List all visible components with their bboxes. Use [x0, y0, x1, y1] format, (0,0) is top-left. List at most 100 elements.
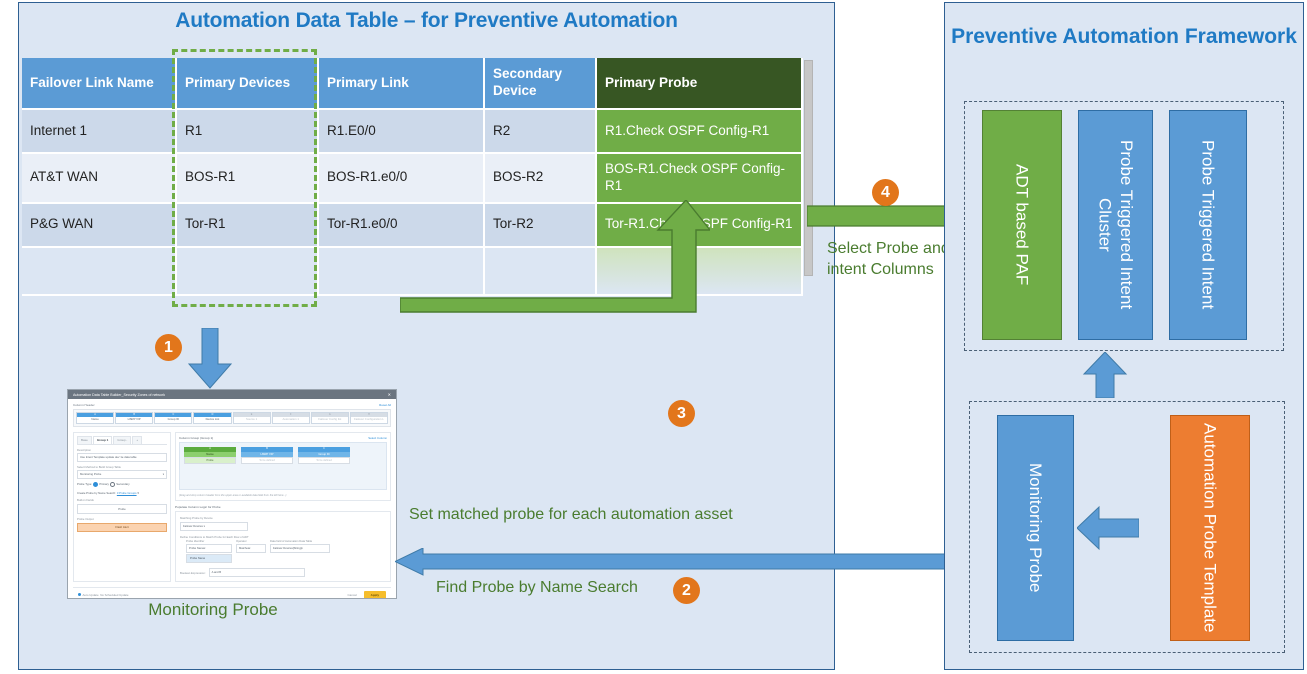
data-field-value: Failover Devices[String]: [273, 547, 302, 550]
dialog-titlebar: Automation Data Table Builder_Security Z…: [68, 390, 396, 399]
column-header-primary-link[interactable]: Primary Link: [319, 58, 485, 110]
cell-empty: [485, 247, 597, 296]
radio-secondary-icon[interactable]: [109, 482, 115, 488]
tab-add[interactable]: +: [132, 435, 143, 444]
select-method-label: Select Method to Build Group Table: [77, 464, 121, 469]
close-icon[interactable]: ✕: [387, 392, 391, 397]
automation-data-table-builder-dialog[interactable]: Automation Data Table Builder_Security Z…: [67, 389, 397, 599]
cell-primary-link: BOS-R1.e0/0: [319, 154, 485, 204]
probe-type-primary-label[interactable]: Primary: [99, 482, 109, 487]
cond-col-operator: Operator: [236, 540, 247, 543]
matching-probe-dropdown[interactable]: Failover Devices ▾: [180, 521, 248, 531]
dialog-actions: Cancel Apply: [347, 591, 386, 598]
group-tabs: Base Group 1 Group.. +: [77, 435, 167, 445]
column-header-chip[interactable]: G Failover Config list: [310, 411, 349, 424]
column-header-primary-devices[interactable]: Primary Devices: [177, 58, 319, 110]
framework-title: Preventive Automation Framework: [951, 25, 1297, 48]
reset-all-link[interactable]: Reset All: [379, 403, 391, 407]
cell-empty: [319, 247, 485, 296]
apply-button[interactable]: Apply: [363, 591, 386, 598]
card-name: Group ID: [298, 451, 350, 457]
column-cards-area[interactable]: A Name Probe B HSRP VIP To be defined C: [179, 442, 387, 490]
cell-failover-link-name: AT&T WAN: [22, 154, 177, 204]
cell-empty-probe: [597, 247, 803, 296]
builtin-field-value: Probe: [118, 506, 126, 511]
card-letter: B: [241, 447, 293, 452]
column-header-secondary-device[interactable]: Secondary Device: [485, 58, 597, 110]
column-header-chip[interactable]: B HSRP VIP: [115, 411, 154, 424]
no-scheduled-update-label: No Scheduled Update: [100, 593, 129, 597]
boolean-expression-row: Boolean Expression: A and B: [180, 568, 386, 577]
column-header-chip[interactable]: H Failover Configuration L: [349, 411, 388, 424]
chevron-down-icon: ▾: [162, 472, 164, 476]
dialog-right-pane: Select Column Column Group (Group 1) A N…: [175, 431, 391, 582]
column-header-chip[interactable]: F Automation 1: [271, 411, 310, 424]
box-probe-triggered-intent[interactable]: Probe Triggered Intent: [1169, 110, 1247, 340]
radio-primary-icon[interactable]: [92, 482, 98, 488]
box-probe-triggered-intent-cluster[interactable]: Probe Triggered Intent Cluster: [1078, 110, 1153, 340]
matching-probe-label: Matching Probe by Device: [180, 516, 213, 520]
create-probe-row: Create Probe by Name Search: 3 Probe Gro…: [77, 491, 167, 495]
dialog-body: Reset All Column Header A Name B HSRP VI…: [68, 399, 396, 598]
column-header-failover-link-name[interactable]: Failover Link Name: [22, 58, 177, 110]
condition-row-dropdown-open[interactable]: Probe Name: [186, 554, 386, 563]
framework-bottom-group: [969, 401, 1285, 653]
cond-col-probe-identifier: Probe Identifier: [186, 540, 205, 543]
column-card[interactable]: C Group ID To be defined: [298, 447, 350, 485]
framework-top-group: [964, 101, 1284, 351]
card-letter: A: [184, 447, 236, 452]
step-badge-2: 2: [673, 577, 700, 604]
table-row-empty[interactable]: [22, 247, 803, 296]
column-header-chip[interactable]: A Name: [76, 411, 115, 424]
probe-output-chip[interactable]: Flash Alert: [77, 522, 167, 532]
probe-groups-link[interactable]: 3 Probe Groups: [116, 490, 137, 495]
page-title: Automation Data Table – for Preventive A…: [175, 9, 678, 32]
cancel-button[interactable]: Cancel: [347, 593, 357, 597]
column-group-panel: Select Column Column Group (Group 1) A N…: [175, 431, 391, 501]
boolean-label: Boolean Expression:: [180, 570, 206, 575]
probe-identifier-value: Probe Name: [189, 547, 205, 550]
tab-base[interactable]: Base: [77, 435, 92, 444]
probe-output-label: Probe Output: [77, 516, 94, 521]
column-header-chip[interactable]: D Device List: [193, 411, 232, 424]
tab-group-more[interactable]: Group..: [113, 435, 132, 444]
probe-type-label: Probe Type:: [77, 482, 93, 487]
column-card[interactable]: B HSRP VIP To be defined: [241, 447, 293, 485]
auto-update-row[interactable]: Auto Update No Scheduled Update: [78, 593, 128, 597]
cell-secondary-device: Tor-R2: [485, 203, 597, 248]
select-method-dropdown[interactable]: Monitoring Probe ▾: [77, 469, 167, 479]
box-automation-probe-template[interactable]: Automation Probe Template: [1170, 415, 1250, 641]
operator-dropdown[interactable]: Matches▾: [236, 544, 266, 553]
table-row[interactable]: AT&T WAN BOS-R1 BOS-R1.e0/0 BOS-R2 BOS-R…: [22, 154, 803, 204]
column-header-chip[interactable]: E Source 1: [232, 411, 271, 424]
builtin-field-row[interactable]: Probe: [77, 503, 167, 514]
description-field[interactable]: Use Intent Template update dev`1e data t…: [77, 452, 167, 462]
chip-letter: D: [194, 412, 231, 417]
column-header-chip[interactable]: C Group ID: [154, 411, 193, 424]
data-field-dropdown[interactable]: Failover Devices[String]▾: [270, 544, 330, 553]
chip-name: Failover Configuration L: [354, 416, 384, 421]
cell-empty: [177, 247, 319, 296]
box-monitoring-probe[interactable]: Monitoring Probe: [997, 415, 1074, 641]
arrow-up-bottom-to-top-group: [1082, 351, 1128, 403]
cell-primary-device: Tor-R1: [177, 203, 319, 248]
automation-data-table: Failover Link Name Primary Devices Prima…: [22, 58, 803, 296]
card-letter: C: [298, 447, 350, 452]
column-card[interactable]: A Name Probe: [184, 447, 236, 485]
table-scrollbar[interactable]: [804, 60, 813, 276]
arrow-down-to-dialog: [187, 327, 233, 395]
create-probe-label: Create Probe by Name Search:: [77, 490, 117, 495]
box-adt-based-paf[interactable]: ADT based PAF: [982, 110, 1062, 340]
table-row[interactable]: Internet 1 R1 R1.E0/0 R2 R1.Check OSPF C…: [22, 110, 803, 154]
tab-group-1[interactable]: Group 1: [92, 435, 113, 444]
chip-letter: E: [233, 412, 270, 417]
chip-name: Automation 1: [282, 416, 299, 421]
probe-identifier-dropdown[interactable]: Probe Name▾: [186, 544, 232, 553]
probe-name-option[interactable]: Probe Name: [186, 554, 232, 563]
column-header-primary-probe[interactable]: Primary Probe: [597, 58, 803, 110]
select-column-link[interactable]: Select Column: [368, 435, 387, 440]
condition-row[interactable]: Probe Name▾ Matches▾ Failover Devices[St…: [186, 544, 386, 553]
boolean-expression-field[interactable]: A and B: [208, 568, 305, 577]
cell-primary-probe: R1.Check OSPF Config-R1: [597, 110, 803, 154]
probe-type-secondary-label[interactable]: Secondary: [116, 482, 130, 487]
